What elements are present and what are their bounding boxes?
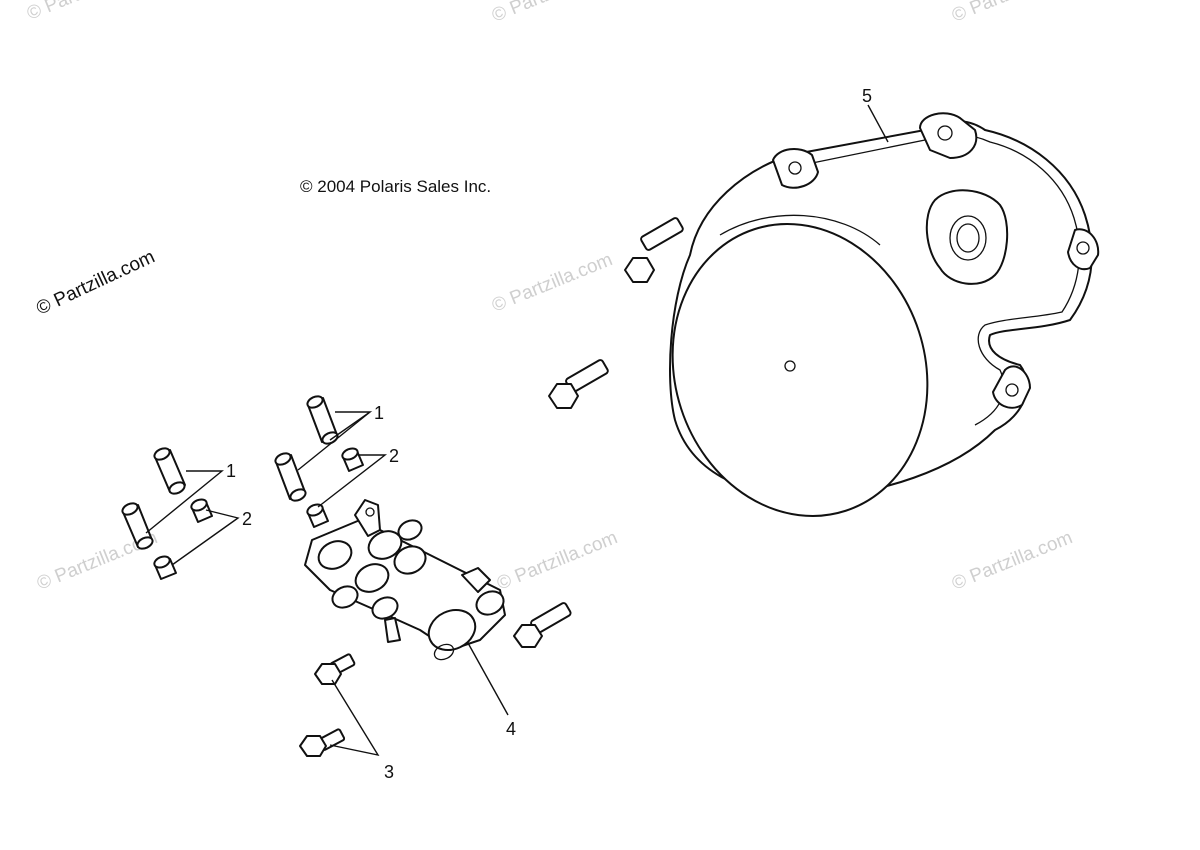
leader-4 [467,642,509,716]
bolt-part-3-upper [314,653,356,685]
bolt-part-3-lower [299,728,346,757]
sleeve-right-lower [274,452,307,502]
leader-3 [329,679,380,757]
grommet-left-lower [153,555,177,580]
callout-2-left: 2 [242,509,252,529]
leader-5 [867,104,889,143]
bolt-middle [548,359,609,409]
grommet-right-upper [341,447,364,472]
grommet-left-upper [190,498,213,523]
callouts: 1 1 2 2 3 4 5 [226,86,872,782]
callout-1-right: 1 [374,403,384,423]
callout-4: 4 [506,719,516,739]
sleeve-left-upper [153,447,186,495]
watermark-low-center: © Partzilla.com [494,527,621,594]
watermark-top-right: © Partzilla.com [949,0,1076,27]
leader-2b [171,509,240,566]
callout-3: 3 [384,762,394,782]
watermark-top-center: © Partzilla.com [489,0,616,27]
bolt-lower [513,602,572,648]
leader-1a-lower [297,411,371,471]
sleeve-right-upper [306,395,339,445]
bolt-upper [624,217,684,283]
callout-2-right: 2 [389,446,399,466]
watermark-low-right: © Partzilla.com [949,527,1076,594]
callout-5: 5 [862,86,872,106]
partzilla-watermark: © Partzilla.com [33,246,158,319]
copyright-text: © 2004 Polaris Sales Inc. [300,177,491,196]
leader-1b [145,470,224,534]
callout-1-left: 1 [226,461,236,481]
sleeve-left-lower [121,502,154,550]
watermark-mid-center: © Partzilla.com [489,249,616,316]
leader-lines [145,104,889,757]
leader-2a [317,454,388,508]
valve-assembly-part-4 [304,499,506,661]
cover-part-5 [669,112,1100,517]
watermark-top-left: © Partzilla.com [24,0,151,25]
grommet-right-lower [306,503,329,528]
